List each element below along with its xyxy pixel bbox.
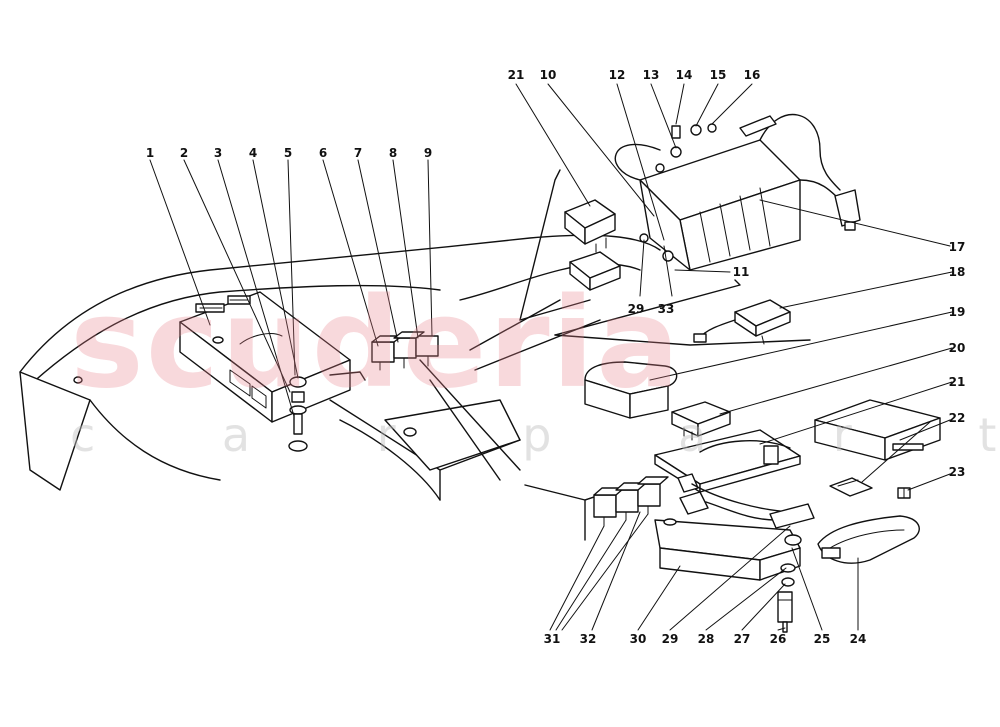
part-label-13: 13 [642,68,660,82]
part-label-3: 3 [213,146,223,160]
part-label-27: 27 [733,632,751,646]
part-label-33: 33 [657,302,675,316]
part-label-29-upper: 29 [627,302,645,316]
sensor-18 [693,299,791,345]
relay-20 [671,401,731,441]
leader-lines [149,83,953,631]
part-label-22: 22 [948,411,966,425]
fuse-tray [654,429,801,493]
harness-bracket [654,473,815,581]
part-label-19: 19 [948,305,966,319]
part-label-2: 2 [179,146,189,160]
part-label-25: 25 [813,632,831,646]
part-label-24: 24 [849,632,867,646]
control-module-17 [614,113,861,271]
part-label-17: 17 [948,240,966,254]
module-19 [584,361,678,419]
part-label-29-lower: 29 [661,632,679,646]
part-label-28: 28 [697,632,715,646]
part-label-18: 18 [948,265,966,279]
relay-group-lower [593,476,669,527]
part-label-9: 9 [423,146,433,160]
part-label-1: 1 [145,146,155,160]
part-label-4: 4 [248,146,258,160]
part-label-8: 8 [388,146,398,160]
relay-21-upper [564,199,621,291]
part-label-20: 20 [948,341,966,355]
fuse-23 [897,487,911,499]
part-label-10: 10 [539,68,557,82]
part-label-21-upper: 21 [507,68,525,82]
part-label-21-lower: 21 [948,375,966,389]
part-label-15: 15 [709,68,727,82]
part-label-5: 5 [283,146,293,160]
part-label-32: 32 [579,632,597,646]
part-label-7: 7 [353,146,363,160]
part-label-30: 30 [629,632,647,646]
part-label-31: 31 [543,632,561,646]
part-label-16: 16 [743,68,761,82]
part-label-11: 11 [732,265,750,279]
callout-wedges [519,169,811,541]
dashboard-shell [19,234,661,501]
relay-group-upper [371,331,439,371]
module-22 [814,399,941,497]
module-24 [817,515,920,564]
lower-bolts [777,563,796,633]
part-label-6: 6 [318,146,328,160]
part-label-26: 26 [769,632,787,646]
part-label-23: 23 [948,465,966,479]
mounting-bolts [288,371,366,452]
part-label-12: 12 [608,68,626,82]
part-label-14: 14 [675,68,693,82]
